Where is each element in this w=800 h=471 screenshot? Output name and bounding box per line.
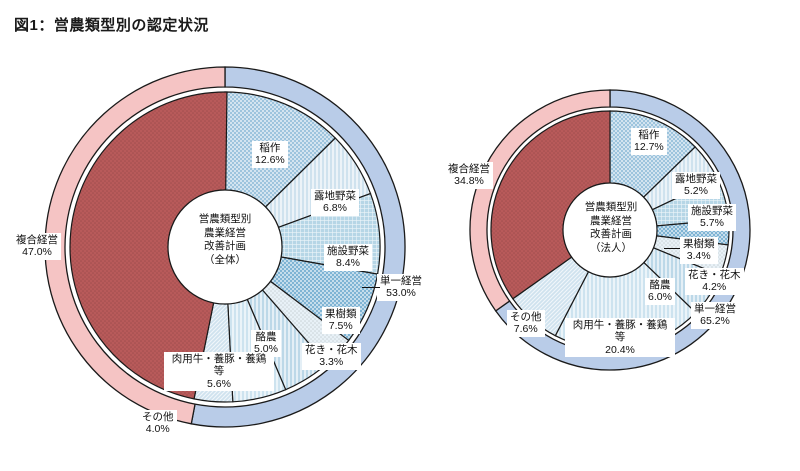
slice-label-text: 単一経営	[694, 303, 736, 315]
slice-label-pct: 5.7%	[700, 217, 724, 230]
slice-label-text: 露地野菜	[675, 173, 717, 185]
slice-label-pct: 4.0%	[145, 423, 170, 436]
slice-label-pct: 12.6%	[255, 154, 285, 167]
chart-hub	[562, 182, 658, 278]
slice-label-text: 果樹類	[683, 238, 715, 250]
slice-label-text: 複合経営	[16, 234, 58, 246]
slice-label-pct: 5.2%	[684, 185, 708, 198]
center-label-line: 農業経営	[204, 226, 246, 239]
slice-label-text: 酪農	[255, 331, 277, 343]
slice-label-text: 施設野菜	[691, 205, 733, 217]
slice-label-text: 複合経営	[448, 163, 490, 175]
slice-label-text: 単一経営	[380, 275, 422, 287]
slice-label-pct: 7.6%	[513, 323, 538, 336]
inner-slice-複合経営	[490, 110, 611, 300]
slice-label-pct: 12.7%	[634, 141, 664, 154]
slice-label-text: 稲作	[259, 142, 281, 154]
center-label-line: 改善計画	[204, 240, 246, 253]
slice-label-pct: 5.6%	[207, 377, 231, 390]
slice-label-text: 花き・花木	[305, 344, 358, 356]
leader-line	[362, 287, 380, 289]
slice-label-text: 果樹類	[325, 308, 357, 320]
outer-slice-複合経営	[469, 89, 611, 312]
slice-label-pct: 6.0%	[648, 291, 672, 304]
leader-line	[664, 248, 680, 250]
slice-label-text: 肉用牛・養豚・養鶏等	[572, 319, 668, 344]
slice-label-pct: 7.5%	[328, 320, 353, 333]
slice-label-text: その他	[142, 411, 174, 423]
slice-label-pct: 34.8%	[454, 175, 484, 188]
slice-label-text: 酪農	[649, 279, 671, 291]
slice-label-pct: 6.8%	[323, 202, 347, 215]
slice-label-pct: 3.3%	[319, 356, 344, 369]
slice-label-pct: 8.4%	[336, 257, 360, 270]
slice-label-pct: 20.4%	[605, 343, 635, 356]
center-label-line: （法人）	[590, 241, 632, 254]
slice-label-pct: 3.4%	[686, 250, 711, 263]
center-label-line: （全体）	[204, 253, 246, 266]
page-title: 図1：営農類型別の認定状況	[14, 17, 209, 34]
chart-corporation-center-label: 営農類型別農業経営改善計画（法人）	[564, 201, 658, 256]
slice-label-text: 稲作	[638, 129, 660, 141]
slice-label-text: 露地野菜	[314, 190, 356, 202]
slice-label-text: その他	[510, 311, 542, 323]
slice-label-text: 施設野菜	[327, 245, 369, 257]
center-label-line: 営農類型別	[584, 201, 638, 213]
outer-slice-複合経営	[44, 66, 226, 425]
slice-label-pct: 65.2%	[700, 315, 730, 328]
center-label-line: 営農類型別	[198, 213, 252, 225]
center-label-line: 改善計画	[590, 228, 632, 241]
slice-label-text: 肉用牛・養豚・養鶏等	[171, 353, 267, 378]
slice-label-pct: 4.2%	[702, 281, 727, 294]
inner-slice-複合経営	[69, 91, 228, 400]
slice-label-text: 花き・花木	[688, 269, 741, 281]
slice-label-pct: 53.0%	[386, 287, 416, 300]
slice-label-pct: 47.0%	[22, 246, 52, 259]
chart-overall-center-label: 営農類型別農業経営改善計画（全体）	[174, 213, 276, 268]
center-label-line: 農業経営	[590, 214, 632, 227]
chart-hub	[167, 189, 283, 305]
